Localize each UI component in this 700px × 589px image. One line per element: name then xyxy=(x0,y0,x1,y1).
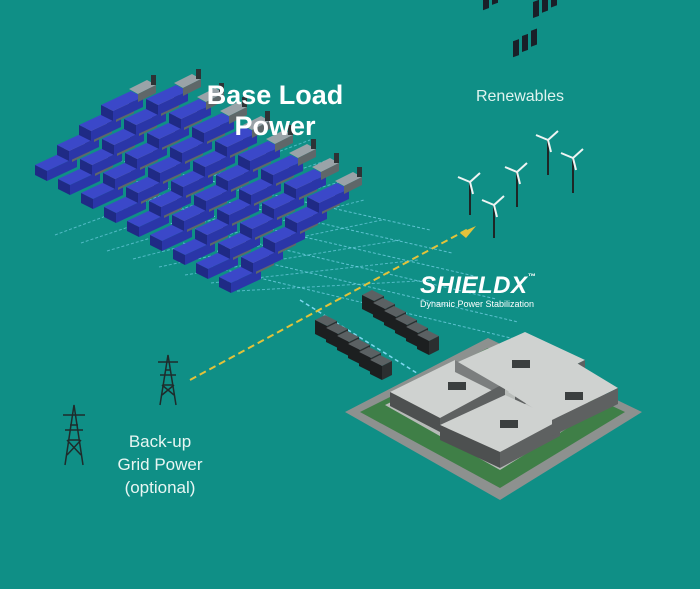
generator-unit xyxy=(101,75,156,121)
solar-panel-icon xyxy=(522,33,528,53)
generator-unit xyxy=(261,139,316,185)
wind-turbine-icon xyxy=(481,195,505,238)
solar-panel-icon xyxy=(533,0,539,19)
solar-panel-icon xyxy=(483,0,489,11)
shieldx-tagline: Dynamic Power Stabilization xyxy=(420,299,535,309)
wind-turbine-icon xyxy=(535,130,559,175)
shieldx-wordmark: SHIELDX™ xyxy=(420,272,537,299)
generator-unit xyxy=(215,111,270,157)
transmission-tower-icon xyxy=(63,404,85,466)
shield-battery-racks xyxy=(315,290,439,380)
shieldx-logo: SHIELDX™ Dynamic Power Stabilization xyxy=(420,272,580,309)
data-hall-4-roof xyxy=(508,362,618,420)
solar-panel-icon xyxy=(513,39,519,58)
solar-panel-icon xyxy=(551,0,557,8)
solar-panel-icon xyxy=(531,28,537,47)
generator-array xyxy=(35,69,362,293)
base-load-title: Base Load Power xyxy=(190,80,360,142)
renewables-label: Renewables xyxy=(475,88,565,105)
transmission-tower-icon xyxy=(158,354,178,406)
battery-rack xyxy=(370,355,392,380)
generator-unit xyxy=(238,125,293,171)
wind-turbine-icon xyxy=(560,148,584,193)
wind-turbine-icon xyxy=(457,172,481,215)
solar-panels xyxy=(483,0,557,58)
renewable-arrow-icon xyxy=(460,226,476,238)
generator-unit xyxy=(169,83,224,129)
base-load-line-2: Power xyxy=(234,111,316,141)
generator-unit xyxy=(146,69,201,115)
wind-turbine-icon xyxy=(504,162,528,207)
wind-farm xyxy=(457,130,584,238)
base-load-line-1: Base Load xyxy=(206,80,344,110)
battery-rack xyxy=(417,330,439,355)
generator-unit xyxy=(307,167,362,213)
renewable-feed-line xyxy=(189,227,471,381)
solar-panel-icon xyxy=(492,0,498,5)
generator-unit xyxy=(192,97,247,143)
data-center xyxy=(345,332,642,500)
solar-panel-icon xyxy=(542,0,548,13)
generator-unit xyxy=(284,153,339,199)
